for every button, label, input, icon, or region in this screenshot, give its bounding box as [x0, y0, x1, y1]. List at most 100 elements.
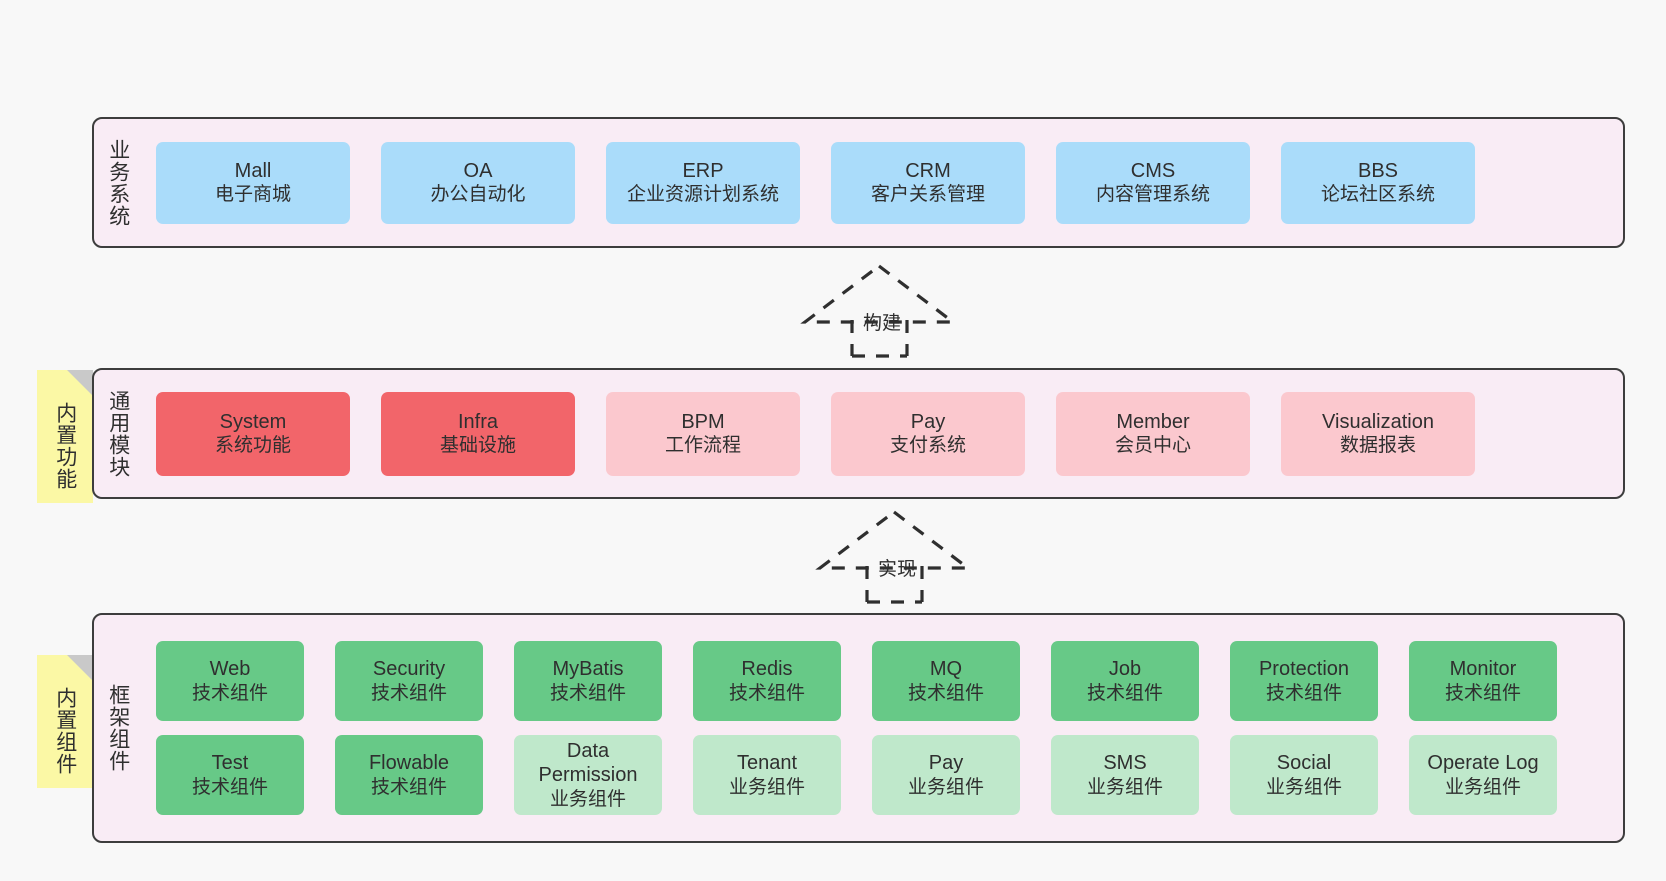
node-subtitle: 技术组件 [1086, 682, 1163, 704]
node-row: Test 技术组件 Flowable 技术组件 Data Permission … [156, 735, 1609, 815]
node-title: Data Permission [538, 740, 638, 787]
node-subtitle: 技术组件 [1444, 682, 1521, 704]
note-builtin-function: 内置功能 [37, 370, 93, 503]
node-subtitle: 会员中心 [1114, 435, 1191, 457]
node-title: Protection [1258, 658, 1350, 681]
node-title: Redis [741, 658, 793, 681]
note-label: 内置功能 [53, 401, 77, 490]
node-erp[interactable]: ERP 企业资源计划系统 [606, 141, 800, 224]
node-title: Tenant [736, 752, 798, 775]
node-title: Pay [928, 752, 964, 775]
node-title: Monitor [1449, 658, 1517, 681]
node-monitor[interactable]: Monitor 技术组件 [1409, 641, 1557, 721]
node-mybatis[interactable]: MyBatis 技术组件 [514, 641, 662, 721]
node-title: MQ [929, 658, 963, 681]
node-oa[interactable]: OA 办公自动化 [381, 141, 575, 224]
node-protection[interactable]: Protection 技术组件 [1230, 641, 1378, 721]
note-fold-corner-icon [67, 655, 93, 681]
node-title: ERP [682, 159, 724, 182]
layer-business-system: 业务系统 Mall 电子商城 OA 办公自动化 ERP 企业资源计划系统 CRM [92, 117, 1625, 248]
node-title: BPM [681, 410, 725, 433]
node-subtitle: 支付系统 [889, 435, 966, 457]
layer-framework-component: 框架组件 Web 技术组件 Security 技术组件 MyBatis 技术组件… [92, 613, 1625, 843]
node-subtitle: 业务组件 [1265, 776, 1342, 798]
node-subtitle: 客户关系管理 [870, 184, 985, 206]
node-mall[interactable]: Mall 电子商城 [156, 141, 350, 224]
connector-label-build: 构建 [863, 313, 902, 334]
node-visualization[interactable]: Visualization 数据报表 [1281, 391, 1475, 476]
node-subtitle: 电子商城 [214, 184, 291, 206]
node-subtitle: 工作流程 [664, 435, 741, 457]
node-title: CMS [1130, 159, 1176, 182]
node-pay-component[interactable]: Pay 业务组件 [872, 735, 1020, 815]
node-system[interactable]: System 系统功能 [156, 391, 350, 476]
node-subtitle: 业务组件 [907, 776, 984, 798]
node-subtitle: 基础设施 [439, 435, 516, 457]
node-security[interactable]: Security 技术组件 [335, 641, 483, 721]
node-social[interactable]: Social 业务组件 [1230, 735, 1378, 815]
node-subtitle: 技术组件 [191, 682, 268, 704]
node-operate-log[interactable]: Operate Log 业务组件 [1409, 735, 1557, 815]
layer-body-common-module: System 系统功能 Infra 基础设施 BPM 工作流程 Pay 支付系统… [142, 370, 1623, 497]
node-subtitle: 数据报表 [1339, 435, 1416, 457]
node-redis[interactable]: Redis 技术组件 [693, 641, 841, 721]
node-pay-module[interactable]: Pay 支付系统 [831, 391, 1025, 476]
node-title: BBS [1357, 159, 1399, 182]
node-web[interactable]: Web 技术组件 [156, 641, 304, 721]
node-title: System [219, 410, 287, 433]
node-mq[interactable]: MQ 技术组件 [872, 641, 1020, 721]
node-infra[interactable]: Infra 基础设施 [381, 391, 575, 476]
node-subtitle: 技术组件 [370, 682, 447, 704]
note-label: 内置组件 [53, 686, 77, 775]
node-title: Social [1276, 752, 1332, 775]
connector-label-implement: 实现 [878, 559, 917, 580]
node-subtitle: 业务组件 [1086, 776, 1163, 798]
layer-title-framework-component: 框架组件 [106, 684, 130, 772]
node-job[interactable]: Job 技术组件 [1051, 641, 1199, 721]
node-subtitle: 内容管理系统 [1095, 184, 1210, 206]
node-title: Job [1108, 658, 1142, 681]
node-subtitle: 办公自动化 [430, 184, 526, 206]
node-subtitle: 业务组件 [549, 788, 626, 810]
node-subtitle: 系统功能 [214, 435, 291, 457]
node-bpm[interactable]: BPM 工作流程 [606, 391, 800, 476]
node-cms[interactable]: CMS 内容管理系统 [1056, 141, 1250, 224]
layer-title-business-system: 业务系统 [106, 138, 130, 227]
node-title: Member [1116, 410, 1190, 433]
node-subtitle: 技术组件 [191, 776, 268, 798]
node-crm[interactable]: CRM 客户关系管理 [831, 141, 1025, 224]
layer-title-common-module: 通用模块 [106, 389, 130, 478]
node-subtitle: 企业资源计划系统 [626, 184, 779, 206]
layer-body-framework-component: Web 技术组件 Security 技术组件 MyBatis 技术组件 Redi… [142, 615, 1623, 841]
node-title: CRM [905, 159, 951, 182]
node-title: SMS [1103, 752, 1147, 775]
node-test[interactable]: Test 技术组件 [156, 735, 304, 815]
node-title: Flowable [368, 752, 450, 775]
note-fold-corner-icon [67, 370, 93, 396]
node-title: Operate Log [1427, 752, 1539, 775]
node-title: OA [463, 159, 493, 182]
node-title: Mall [234, 159, 272, 182]
node-subtitle: 论坛社区系统 [1320, 184, 1435, 206]
node-subtitle: 技术组件 [1265, 682, 1342, 704]
node-data-permission[interactable]: Data Permission 业务组件 [514, 735, 662, 815]
node-row: Web 技术组件 Security 技术组件 MyBatis 技术组件 Redi… [156, 641, 1609, 721]
node-flowable[interactable]: Flowable 技术组件 [335, 735, 483, 815]
node-subtitle: 技术组件 [549, 682, 626, 704]
node-title: MyBatis [552, 658, 624, 681]
node-row: Mall 电子商城 OA 办公自动化 ERP 企业资源计划系统 CRM 客户关系… [156, 141, 1609, 224]
node-title: Test [211, 752, 249, 775]
layer-common-module: 通用模块 System 系统功能 Infra 基础设施 BPM 工作流程 Pay [92, 368, 1625, 499]
node-subtitle: 技术组件 [370, 776, 447, 798]
node-subtitle: 业务组件 [728, 776, 805, 798]
node-tenant[interactable]: Tenant 业务组件 [693, 735, 841, 815]
node-title: Security [372, 658, 446, 681]
note-builtin-component: 内置组件 [37, 655, 93, 788]
layer-body-business-system: Mall 电子商城 OA 办公自动化 ERP 企业资源计划系统 CRM 客户关系… [142, 119, 1623, 246]
node-title: Infra [457, 410, 499, 433]
node-title: Web [209, 658, 251, 681]
node-bbs[interactable]: BBS 论坛社区系统 [1281, 141, 1475, 224]
node-member[interactable]: Member 会员中心 [1056, 391, 1250, 476]
node-sms[interactable]: SMS 业务组件 [1051, 735, 1199, 815]
